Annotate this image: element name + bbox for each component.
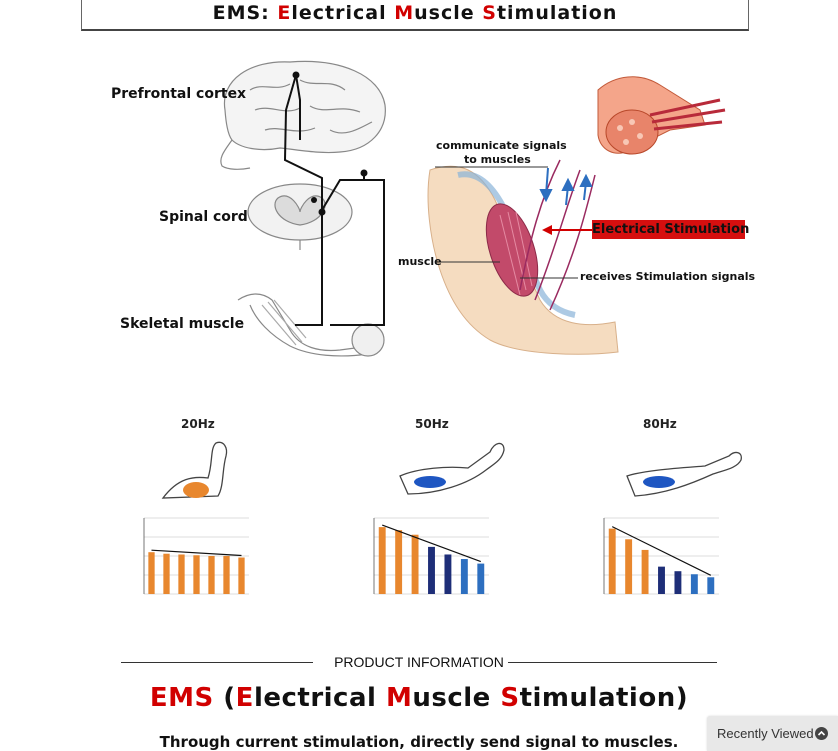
ems-open-paren: (	[213, 683, 236, 713]
chart-bar	[411, 534, 419, 594]
chart-bar	[625, 539, 633, 594]
tagline: Through current stimulation, directly se…	[159, 733, 679, 751]
signal-arrows	[539, 167, 593, 206]
ems-e: E	[235, 683, 254, 713]
banner-lectrical: lectrical	[291, 2, 395, 24]
top-banner: EMS: Electrical Muscle Stimulation	[81, 0, 749, 31]
bar-chart-50hz	[373, 517, 489, 595]
label-skeletal-muscle: Skeletal muscle	[120, 316, 245, 332]
chart-bar	[690, 574, 698, 594]
chart-bar	[641, 549, 649, 594]
chart-bar	[658, 566, 665, 594]
chart-bar	[178, 554, 185, 594]
product-info-divider: PRODUCT INFORMATION	[121, 654, 717, 670]
chevron-up-icon	[815, 727, 828, 740]
flexed-arm-80hz-icon	[626, 451, 742, 497]
label-electrical-stimulation: Electrical Stimulation	[592, 220, 750, 239]
recently-viewed-label: Recently Viewed	[717, 726, 814, 741]
chart-bar	[444, 554, 452, 594]
arm-skeleton-icon	[237, 293, 385, 357]
muscle-fiber-icon	[597, 76, 726, 155]
freq-label-50hz: 50Hz	[415, 417, 449, 431]
ems-acronym: EMS	[149, 683, 214, 713]
chart-bar	[608, 528, 616, 594]
chart-bar	[428, 546, 435, 594]
banner-title: EMS: Electrical Muscle Stimulation	[82, 2, 748, 24]
flexed-arm-icon	[427, 165, 619, 355]
banner-s: S	[482, 2, 497, 24]
bar-chart-80hz	[603, 517, 719, 595]
banner-timulation: timulation	[496, 2, 618, 24]
trend-line	[611, 526, 712, 576]
flexed-arm-20hz-icon	[161, 441, 228, 499]
recently-viewed-button[interactable]: Recently Viewed	[707, 716, 838, 751]
ems-s: S	[500, 683, 520, 713]
freq-label-20hz: 20Hz	[181, 417, 215, 431]
label-communicate-signals: communicate signals	[436, 139, 567, 152]
brain-icon	[220, 60, 386, 170]
banner-e: E	[277, 2, 292, 24]
divider-line-right	[508, 662, 717, 663]
chart-bar	[707, 577, 715, 594]
spinal-cord-icon	[247, 183, 353, 250]
chart-bar	[238, 557, 245, 594]
chart-bar	[208, 556, 215, 594]
stimulation-arrow	[542, 225, 592, 235]
flexed-arm-50hz-icon	[399, 442, 505, 495]
label-prefrontal-cortex: Prefrontal cortex	[111, 86, 247, 102]
chart-bar	[460, 559, 468, 594]
label-spinal-cord: Spinal cord	[159, 209, 248, 225]
ems-m: M	[385, 683, 413, 713]
label-muscle: muscle	[398, 255, 442, 268]
divider-line-left	[121, 662, 313, 663]
ems-timulation: timulation	[519, 683, 676, 713]
trend-line	[382, 524, 481, 563]
bar-chart-20hz	[143, 517, 249, 595]
ems-heading: EMS (Electrical Muscle Stimulation)	[0, 683, 838, 713]
signal-curves	[519, 159, 596, 311]
chart-bar	[163, 553, 170, 594]
chart-bar	[674, 571, 682, 594]
chart-bar	[223, 556, 230, 594]
chart-bar	[148, 552, 155, 594]
trend-line	[151, 549, 242, 557]
banner-m: M	[394, 2, 415, 24]
ems-lectrical: lectrical	[253, 683, 386, 713]
chart-bar	[378, 527, 386, 594]
product-info-title: PRODUCT INFORMATION	[334, 654, 504, 670]
chart-bar	[193, 555, 200, 594]
banner-uscle: uscle	[414, 2, 483, 24]
label-receives-signals: receives Stimulation signals	[580, 270, 756, 283]
chart-bar	[477, 563, 485, 594]
label-to-muscles: to muscles	[464, 153, 531, 166]
banner-prefix: EMS:	[212, 2, 278, 24]
nervous-system-illustration	[220, 60, 726, 357]
ems-uscle: uscle	[412, 683, 501, 713]
chart-bar	[395, 530, 403, 594]
freq-label-80hz: 80Hz	[643, 417, 677, 431]
ems-close-paren: )	[675, 683, 689, 713]
